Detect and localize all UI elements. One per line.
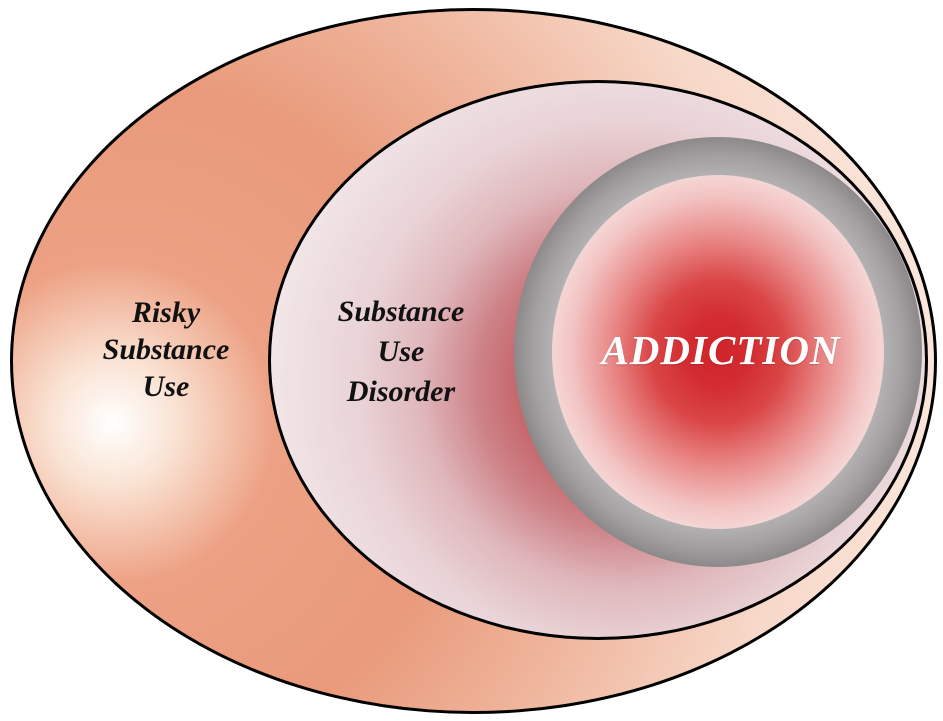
sud-label-line-1: Substance	[337, 295, 465, 328]
sud-label-line-3: Disorder	[346, 375, 456, 408]
risky-label-line-1: Risky	[131, 296, 201, 329]
addiction-label: ADDICTION	[601, 327, 841, 373]
risky-label-line-3: Use	[142, 370, 190, 403]
substance-use-disorder-label: Substance Use Disorder	[291, 292, 511, 412]
sud-label-line-2: Use	[377, 335, 425, 368]
risky-label-line-2: Substance	[102, 333, 230, 366]
addiction-core-circle	[552, 175, 884, 529]
risky-substance-use-label: Risky Substance Use	[56, 294, 276, 405]
